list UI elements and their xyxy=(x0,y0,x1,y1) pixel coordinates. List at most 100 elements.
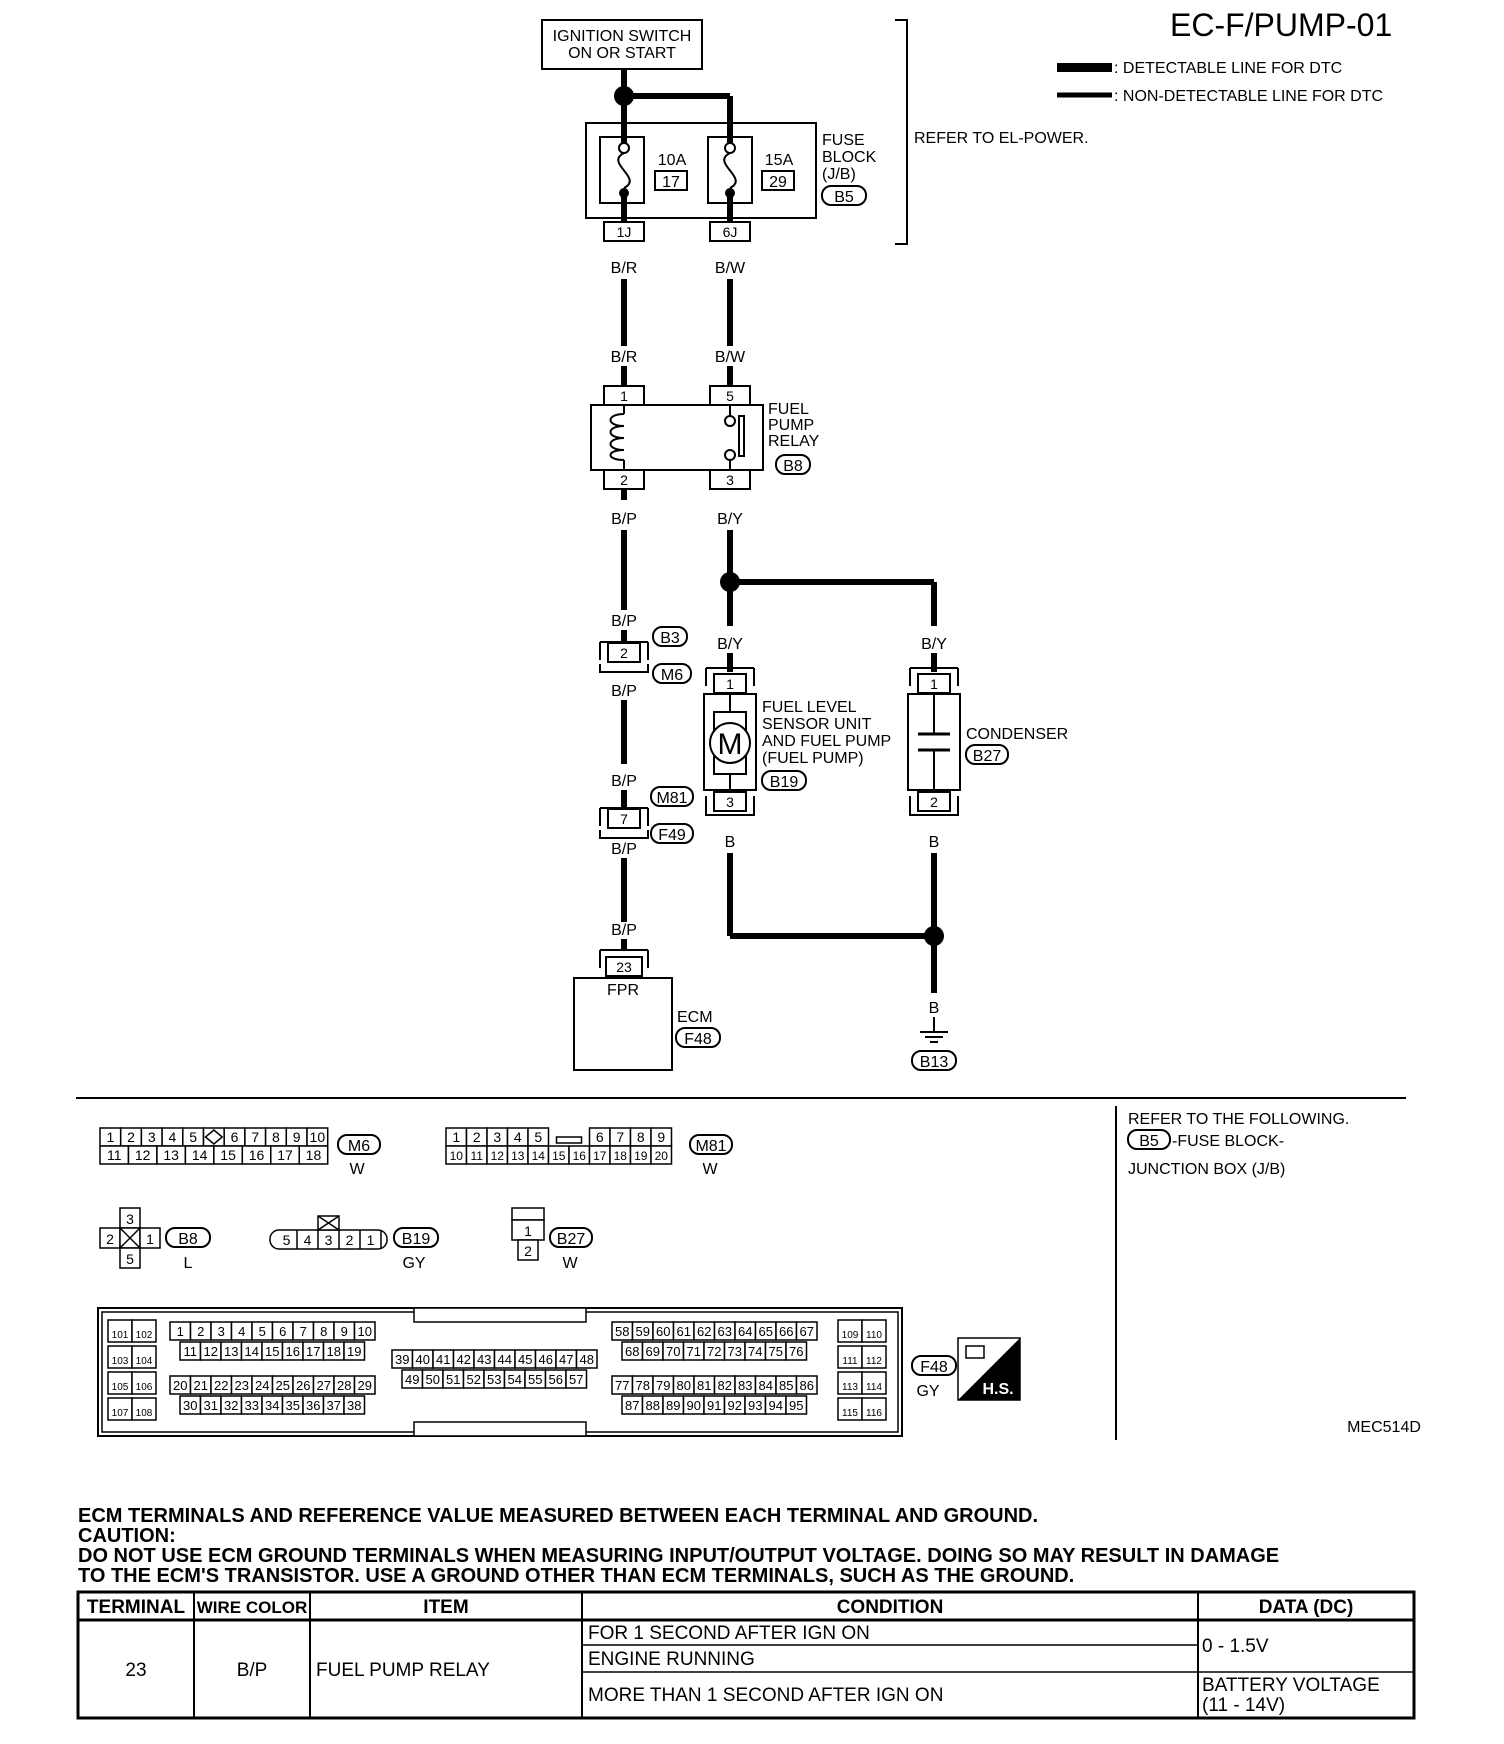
fuse-block-label-3: (J/B) xyxy=(822,166,856,183)
cavity-number: 51 xyxy=(446,1372,460,1387)
cavity-number: 108 xyxy=(136,1408,153,1419)
junction-pin-7-text: 7 xyxy=(620,811,628,827)
figure-code: MEC514D xyxy=(1347,1419,1421,1436)
cavity-number: 2 xyxy=(524,1243,532,1259)
connector-color-b27: W xyxy=(562,1255,578,1272)
cavity-number: 15 xyxy=(552,1149,566,1163)
cavity-number: 11 xyxy=(184,1344,198,1359)
cavity-number: 1 xyxy=(524,1223,532,1239)
cavity-number: 113 xyxy=(842,1382,858,1393)
page-code: EC-F/PUMP-01 xyxy=(1170,7,1392,43)
connector-tag-m81-text: M81 xyxy=(695,1138,726,1155)
fuel-pump-label: FUEL LEVEL xyxy=(762,699,857,716)
cavity-number: 92 xyxy=(728,1398,742,1413)
cavity-number: 17 xyxy=(593,1149,607,1163)
cavity-number: 28 xyxy=(337,1378,351,1393)
fuse-10a-number: 17 xyxy=(662,174,680,191)
connector-cavity xyxy=(343,1341,366,1361)
connector-color-m81: W xyxy=(702,1161,718,1178)
relay-coil-icon xyxy=(609,413,625,461)
connector-color-b19: GY xyxy=(402,1255,425,1272)
table-cell-terminal: 23 xyxy=(125,1660,146,1681)
cavity-number: 1 xyxy=(367,1232,375,1248)
cavity-number: 63 xyxy=(718,1324,732,1339)
connector-cavity xyxy=(343,1395,366,1415)
cavity-number: 43 xyxy=(477,1352,491,1367)
cavity-number: 14 xyxy=(245,1344,259,1359)
connector-tag-b27-text: B27 xyxy=(973,748,1002,765)
ecm-label: ECM xyxy=(677,1009,713,1026)
cavity-number: 15 xyxy=(220,1147,236,1163)
ecm-terminal-table: TERMINAL WIRE COLOR ITEM CONDITION DATA … xyxy=(76,1590,1416,1720)
relay-pin-1: 1 xyxy=(620,388,628,404)
table-header-condition: CONDITION xyxy=(837,1597,944,1618)
connector-tag-b3-text: B3 xyxy=(660,630,680,647)
cavity-number: 66 xyxy=(779,1324,793,1339)
cavity-number: 18 xyxy=(306,1147,322,1163)
connector-cavity xyxy=(650,1145,673,1165)
cavity-number: 70 xyxy=(666,1344,680,1359)
fuel-pump-label-4: (FUEL PUMP) xyxy=(762,750,864,767)
cavity-number: 50 xyxy=(426,1372,440,1387)
cavity-number: 1 xyxy=(146,1231,154,1247)
cavity-number: 2 xyxy=(106,1231,114,1247)
connector-tag-b8 xyxy=(775,454,811,475)
connector-tag-b27 xyxy=(965,744,1009,765)
junction-pin-7 xyxy=(607,808,641,829)
cavity-number: 74 xyxy=(748,1344,762,1359)
table-cell-item: FUEL PUMP RELAY xyxy=(316,1660,490,1681)
connector-cavity xyxy=(298,1145,329,1165)
connector-cavity xyxy=(517,1239,539,1261)
wire-color-bp: B/P xyxy=(611,841,637,858)
cavity-number: 9 xyxy=(341,1324,348,1339)
condenser-label: CONDENSER xyxy=(966,726,1068,743)
connector-tag-b19-text: B19 xyxy=(402,1231,431,1248)
connector-tag-m81-text: M81 xyxy=(656,790,687,807)
cavity-number: 5 xyxy=(126,1251,134,1267)
motor-symbol: M xyxy=(718,728,743,761)
detectable-line-sample xyxy=(1057,63,1112,72)
table-cell-condition: ENGINE RUNNING xyxy=(588,1649,755,1670)
cavity-number: 55 xyxy=(528,1372,542,1387)
cavity-number: 8 xyxy=(272,1129,280,1145)
fuse-15a-rating: 15A xyxy=(765,152,794,169)
cavity-number: 110 xyxy=(866,1330,882,1341)
cavity-number: 53 xyxy=(487,1372,501,1387)
table-cell-data: BATTERY VOLTAGE xyxy=(1202,1675,1380,1696)
table-header-item: ITEM xyxy=(423,1597,468,1618)
cavity-number: 7 xyxy=(300,1324,307,1339)
wire-color-by: B/Y xyxy=(717,636,743,653)
cavity-number: 32 xyxy=(224,1398,238,1413)
connector-cavity xyxy=(131,1371,157,1395)
connector-tag-b5-text: B5 xyxy=(1139,1133,1159,1150)
fuse-element-icon xyxy=(723,152,737,189)
junction-pin-2 xyxy=(607,642,641,663)
cavity-number: 102 xyxy=(136,1330,153,1341)
notes-line-4: TO THE ECM'S TRANSISTOR. USE A GROUND OT… xyxy=(78,1565,1074,1587)
cavity-number: 72 xyxy=(707,1344,721,1359)
relay-label-3: RELAY xyxy=(768,433,820,450)
harness-side-label: H.S. xyxy=(982,1381,1013,1398)
wire-color-bp: B/P xyxy=(611,613,637,630)
connector-tag-b19 xyxy=(393,1227,439,1248)
cavity-number: 56 xyxy=(549,1372,563,1387)
cavity-number: 13 xyxy=(163,1147,179,1163)
cavity-number: 84 xyxy=(759,1378,773,1393)
cavity-number: 2 xyxy=(346,1232,354,1248)
cavity-number: 46 xyxy=(539,1352,553,1367)
cavity-number: 59 xyxy=(636,1324,650,1339)
cavity-number: 68 xyxy=(625,1344,639,1359)
cavity-number: 5 xyxy=(259,1324,266,1339)
cavity-number: 14 xyxy=(532,1149,546,1163)
connector-tag-b3 xyxy=(652,626,688,647)
connector-tag-b5 xyxy=(821,185,867,206)
notes-line-3: DO NOT USE ECM GROUND TERMINALS WHEN MEA… xyxy=(78,1545,1279,1567)
fuel-pump-pin-3: 3 xyxy=(726,794,734,810)
cavity-number: 7 xyxy=(616,1129,624,1145)
cavity-number: 4 xyxy=(514,1129,522,1145)
cavity-number: 116 xyxy=(866,1408,882,1419)
cavity-number: 12 xyxy=(135,1147,151,1163)
cavity-number: 45 xyxy=(518,1352,532,1367)
cavity-number: 14 xyxy=(192,1147,208,1163)
